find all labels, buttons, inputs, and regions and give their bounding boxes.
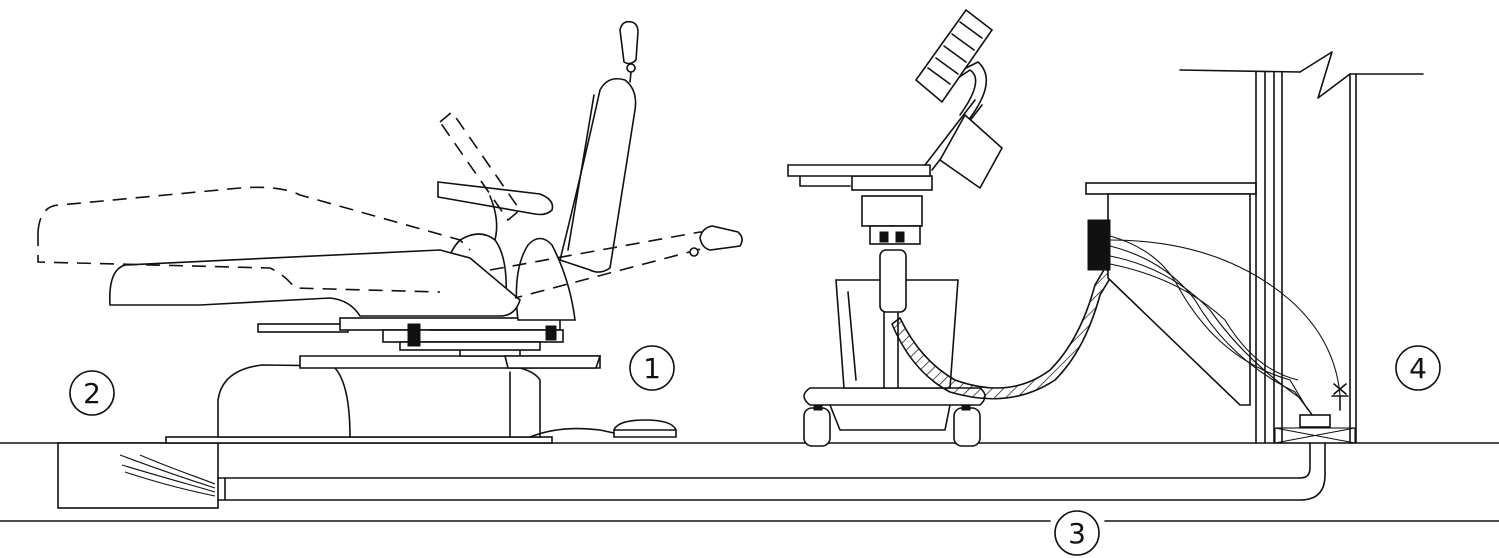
- callout-4-label: 4: [1409, 352, 1427, 385]
- callout-1: 1: [629, 345, 675, 391]
- wall-cabinet: [1085, 182, 1349, 428]
- delivery-cart: [787, 8, 1114, 447]
- callout-3-label: 3: [1068, 517, 1086, 550]
- floor-box: [57, 442, 219, 509]
- callout-2-label: 2: [83, 377, 101, 410]
- callout-2: 2: [69, 370, 115, 416]
- dental-chair: [37, 20, 743, 444]
- callout-1-label: 1: [643, 352, 661, 385]
- floor-conduit: [217, 442, 1326, 501]
- callout-4: 4: [1395, 345, 1441, 391]
- building-wall: [1179, 51, 1424, 444]
- callout-3: 3: [1054, 510, 1100, 556]
